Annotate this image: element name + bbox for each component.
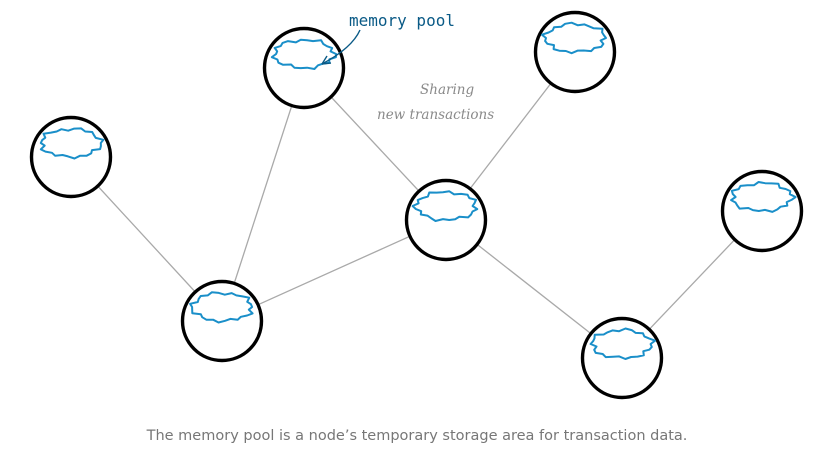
memory-pool-cloud xyxy=(189,291,254,324)
node-top-right xyxy=(533,10,617,94)
sharing-note: Sharing new transactions xyxy=(377,82,494,123)
callout-arrowhead xyxy=(321,55,332,65)
network-nodes xyxy=(29,10,804,400)
memory-pool-cloud xyxy=(411,190,479,222)
node-left xyxy=(29,115,113,199)
memory-pool-cloud xyxy=(730,181,797,213)
sharing-note-line-2: new transactions xyxy=(377,107,494,123)
memory-pool-callout: memory pool xyxy=(321,11,455,65)
memory-pool-cloud xyxy=(270,38,338,70)
sharing-note-line-1: Sharing xyxy=(420,82,474,98)
memory-pool-cloud xyxy=(540,21,607,55)
memory-pool-cloud xyxy=(39,127,105,160)
node-bottom-right xyxy=(580,316,664,400)
edge-n1-n6 xyxy=(221,67,305,322)
callout-arrow xyxy=(321,29,361,65)
network-diagram: memory pool Sharing new transactions xyxy=(29,10,804,400)
node-right xyxy=(720,169,804,253)
figure-caption: The memory pool is a node’s temporary st… xyxy=(146,428,688,444)
node-center xyxy=(404,178,488,262)
node-top-left xyxy=(262,26,346,110)
node-bottom-left xyxy=(180,279,264,363)
memory-pool-label: memory pool xyxy=(349,11,455,30)
memory-pool-cloud xyxy=(589,327,657,360)
